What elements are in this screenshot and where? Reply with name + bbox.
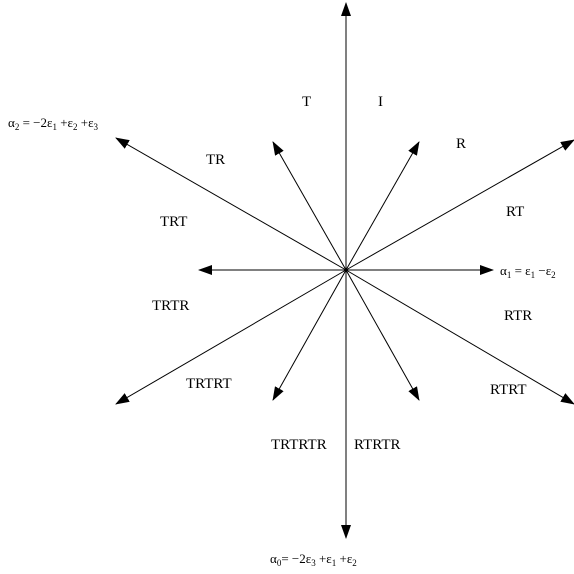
- region-label-TRTR: TRTR: [152, 298, 189, 314]
- root-arrow-alpha2: [115, 137, 347, 271]
- root-vectors: [115, 2, 574, 539]
- root-label-alpha1-eq-part-2: −ε: [535, 263, 552, 278]
- root-label-alpha1-symbol: α: [500, 263, 507, 278]
- root-label-alpha2-eq-index-3: 3: [94, 122, 99, 132]
- root-label-alpha2-eq-part-3: +ε: [77, 115, 94, 130]
- root-arrow-upper-right-long: [345, 139, 574, 271]
- root-label-alpha0-eq-index-2: 1: [332, 558, 337, 568]
- root-label-alpha2-symbol: α: [8, 115, 15, 130]
- region-label-I: I: [378, 94, 383, 110]
- region-label-R: R: [456, 136, 466, 152]
- region-labels: T I R TR RT TRT TRTR RTR TRTRT RTRT TRTR…: [152, 94, 532, 453]
- root-label-alpha2-eq-index-1: 1: [52, 122, 57, 132]
- root-label-alpha0-symbol: α: [270, 551, 277, 566]
- root-arrow-lower-left-short: [272, 269, 347, 401]
- root-label-alpha2-equation: = −2ε: [19, 115, 53, 130]
- root-label-alpha0-eq-index-3: 2: [352, 558, 357, 568]
- root-arrow-lower-right-short: [345, 269, 420, 401]
- region-label-RTR: RTR: [504, 308, 532, 324]
- root-label-alpha2-eq-index-2: 2: [73, 122, 78, 132]
- region-label-RT: RT: [506, 204, 524, 220]
- root-label-alpha2: α2 = −2ε1 +ε2 +ε3: [8, 115, 99, 132]
- region-label-RTRTR: RTRTR: [354, 437, 401, 453]
- root-arrow-upper-left-short: [272, 141, 347, 271]
- root-label-alpha0-eq-part-3: +ε: [336, 551, 353, 566]
- region-label-TR: TR: [206, 152, 225, 168]
- root-label-alpha1-index: 1: [507, 270, 512, 280]
- root-label-alpha0-equation: = −2ε: [281, 551, 311, 566]
- region-label-TRTRTR: TRTRTR: [271, 437, 327, 453]
- root-label-alpha2-eq-part-2: +ε: [57, 115, 74, 130]
- region-label-RTRT: RTRT: [490, 382, 527, 398]
- region-label-TRTRT: TRTRT: [186, 376, 232, 392]
- root-label-alpha2-index: 2: [15, 122, 20, 132]
- root-label-alpha0-eq-part-2: +ε: [316, 551, 333, 566]
- root-label-alpha1-equation: = ε: [511, 263, 531, 278]
- root-labels: α2 = −2ε1 +ε2 +ε3 α1 = ε1 −ε2 α0= −2ε3 +…: [8, 115, 556, 568]
- root-arrow-upper-right-short: [345, 141, 420, 271]
- root-label-alpha1-eq-index-2: 2: [551, 270, 556, 280]
- region-label-T: T: [302, 94, 311, 110]
- root-label-alpha1: α1 = ε1 −ε2: [500, 263, 556, 280]
- root-arrow-lower-right-long: [345, 269, 574, 405]
- root-label-alpha0-eq-index-1: 3: [311, 558, 316, 568]
- root-arrow-lower-left-long: [115, 269, 347, 405]
- root-label-alpha1-eq-index-1: 1: [531, 270, 536, 280]
- root-label-alpha0-index: 0: [277, 558, 282, 568]
- region-label-TRT: TRT: [160, 214, 187, 230]
- root-label-alpha0: α0= −2ε3 +ε1 +ε2: [270, 551, 357, 568]
